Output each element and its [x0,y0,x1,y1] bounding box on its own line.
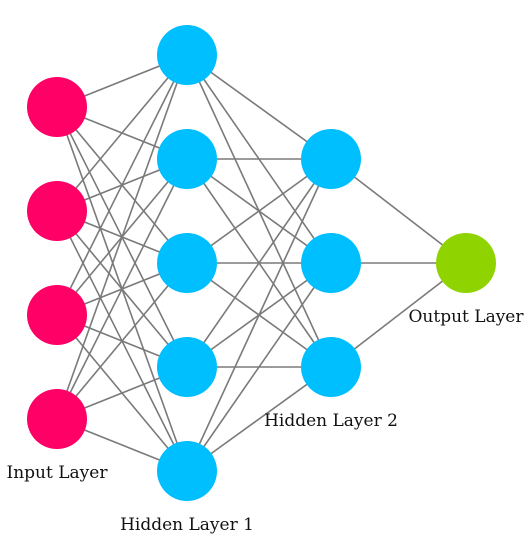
edge-input-4-to-hidden1-1 [56,54,188,420]
hidden1-node-2 [157,129,217,189]
nodes-group [27,25,496,501]
hidden2-node-3 [301,337,361,397]
hidden1-node-1 [157,25,217,85]
output-node-1 [436,233,496,293]
edges-group [56,54,467,472]
hidden-layer-1-label: Hidden Layer 1 [120,515,254,535]
input-node-4 [27,389,87,449]
hidden1-node-4 [157,337,217,397]
output-layer-label: Output Layer [409,307,525,327]
hidden2-node-1 [301,129,361,189]
edge-hidden1-5-to-hidden2-1 [186,158,332,472]
input-node-1 [27,77,87,137]
edge-input-4-to-hidden1-3 [56,262,188,420]
input-node-2 [27,181,87,241]
edge-input-2-to-hidden1-1 [56,54,188,212]
edge-hidden1-4-to-hidden2-1 [186,158,332,368]
input-node-3 [27,285,87,345]
edge-hidden1-5-to-hidden2-2 [186,262,332,472]
edge-input-3-to-hidden1-1 [56,54,188,316]
input-layer-label: Input Layer [7,463,109,483]
hidden2-node-2 [301,233,361,293]
hidden-layer-2-label: Hidden Layer 2 [264,411,398,431]
hidden1-node-3 [157,233,217,293]
edge-input-4-to-hidden1-2 [56,158,188,420]
hidden1-node-5 [157,441,217,501]
